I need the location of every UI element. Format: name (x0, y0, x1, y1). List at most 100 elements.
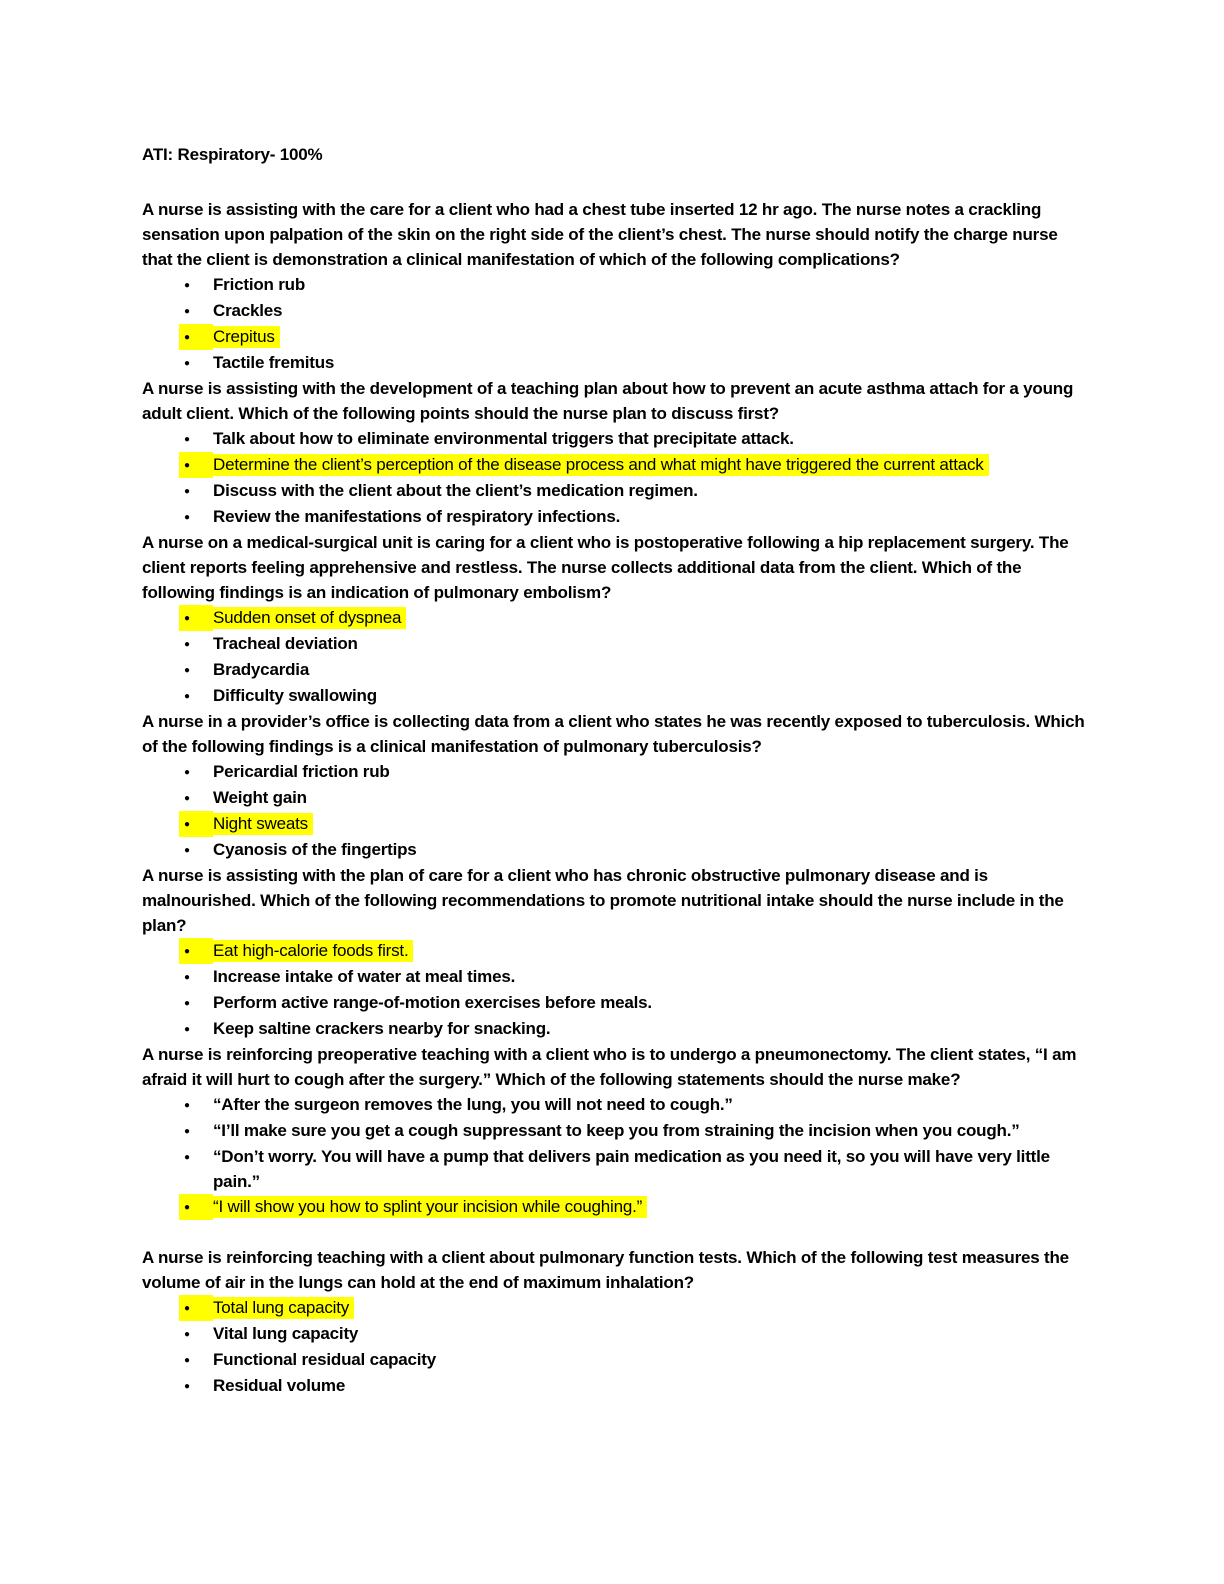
bullet-icon (179, 938, 213, 964)
bullet-icon (179, 324, 213, 350)
answer-option-highlighted: Eat high-calorie foods first. (142, 938, 1087, 964)
bullet-icon (179, 1347, 213, 1373)
option-label: Friction rub (213, 275, 306, 294)
option-label: Crepitus (213, 326, 280, 348)
answer-option-highlighted: Sudden onset of dyspnea (142, 605, 1087, 631)
bullet-icon (179, 478, 213, 504)
options-list: Eat high-calorie foods first. Increase i… (142, 938, 1087, 1042)
option-label: Pericardial friction rub (213, 762, 390, 781)
answer-option: Bradycardia (142, 657, 1087, 683)
option-label: Crackles (213, 301, 283, 320)
bullet-icon (179, 1092, 213, 1118)
question-block-3: A nurse on a medical-surgical unit is ca… (142, 530, 1087, 709)
answer-option: Pericardial friction rub (142, 759, 1087, 785)
bullet-icon (179, 1118, 213, 1144)
answer-option: Vital lung capacity (142, 1321, 1087, 1347)
answer-option: Friction rub (142, 272, 1087, 298)
option-label: Tactile fremitus (213, 353, 335, 372)
option-label: Functional residual capacity (213, 1350, 437, 1369)
answer-option: Keep saltine crackers nearby for snackin… (142, 1016, 1087, 1042)
bullet-icon (179, 990, 213, 1016)
answer-option: Discuss with the client about the client… (142, 478, 1087, 504)
answer-option: Increase intake of water at meal times. (142, 964, 1087, 990)
bullet-icon (179, 964, 213, 990)
question-block-6: A nurse is reinforcing preoperative teac… (142, 1042, 1087, 1220)
answer-option-highlighted: Determine the client’s perception of the… (142, 452, 1087, 478)
document-title: ATI: Respiratory- 100% (142, 145, 323, 164)
option-label: Review the manifestations of respiratory… (213, 507, 621, 526)
option-label: Discuss with the client about the client… (213, 481, 698, 500)
question-block-7: A nurse is reinforcing teaching with a c… (142, 1245, 1087, 1399)
answer-option-highlighted: Crepitus (142, 324, 1087, 350)
question-text: A nurse is reinforcing preoperative teac… (142, 1045, 1077, 1089)
option-label: Perform active range-of-motion exercises… (213, 993, 652, 1012)
options-list: Total lung capacity Vital lung capacity … (142, 1295, 1087, 1399)
answer-option: Perform active range-of-motion exercises… (142, 990, 1087, 1016)
question-text: A nurse is assisting with the developmen… (142, 379, 1074, 423)
option-label: Keep saltine crackers nearby for snackin… (213, 1019, 551, 1038)
bullet-icon (179, 272, 213, 298)
answer-option: Difficulty swallowing (142, 683, 1087, 709)
answer-option-highlighted: Night sweats (142, 811, 1087, 837)
answer-option: Crackles (142, 298, 1087, 324)
question-text: A nurse is reinforcing teaching with a c… (142, 1248, 1069, 1292)
question-text: A nurse in a provider’s office is collec… (142, 712, 1085, 756)
question-text: A nurse is assisting with the care for a… (142, 200, 1058, 269)
bullet-icon (179, 1194, 213, 1220)
option-label: Night sweats (213, 813, 313, 835)
answer-option: Functional residual capacity (142, 1347, 1087, 1373)
option-label: “I will show you how to splint your inci… (213, 1196, 648, 1218)
bullet-icon (179, 1016, 213, 1042)
question-text: A nurse is assisting with the plan of ca… (142, 866, 1064, 935)
option-label: “Don’t worry. You will have a pump that … (213, 1147, 1050, 1191)
answer-option: “I’ll make sure you get a cough suppress… (142, 1118, 1087, 1144)
question-block-5: A nurse is assisting with the plan of ca… (142, 863, 1087, 1042)
bullet-icon (179, 759, 213, 785)
bullet-icon (179, 785, 213, 811)
answer-option: “Don’t worry. You will have a pump that … (142, 1144, 1087, 1194)
option-label: Vital lung capacity (213, 1324, 359, 1343)
option-label: Increase intake of water at meal times. (213, 967, 516, 986)
bullet-icon (179, 605, 213, 631)
question-block-4: A nurse in a provider’s office is collec… (142, 709, 1087, 863)
options-list: Pericardial friction rub Weight gain Nig… (142, 759, 1087, 863)
answer-option: Talk about how to eliminate environmenta… (142, 426, 1087, 452)
option-label: Cyanosis of the fingertips (213, 840, 417, 859)
options-list: “After the surgeon removes the lung, you… (142, 1092, 1087, 1220)
option-label: Total lung capacity (213, 1297, 355, 1319)
option-label: Difficulty swallowing (213, 686, 377, 705)
bullet-icon (179, 1373, 213, 1399)
bullet-icon (179, 426, 213, 452)
answer-option-highlighted: “I will show you how to splint your inci… (142, 1194, 1087, 1220)
bullet-icon (179, 452, 213, 478)
option-label: Determine the client’s perception of the… (213, 454, 989, 476)
bullet-icon (179, 1295, 213, 1321)
bullet-icon (179, 683, 213, 709)
option-label: “After the surgeon removes the lung, you… (213, 1095, 733, 1114)
option-label: Residual volume (213, 1376, 346, 1395)
bullet-icon (179, 631, 213, 657)
answer-option-highlighted: Total lung capacity (142, 1295, 1087, 1321)
bullet-icon (179, 1321, 213, 1347)
document-page: ATI: Respiratory- 100% A nurse is assist… (142, 142, 1087, 1399)
answer-option: Tracheal deviation (142, 631, 1087, 657)
question-block-1: A nurse is assisting with the care for a… (142, 197, 1087, 376)
option-label: Weight gain (213, 788, 307, 807)
answer-option: Cyanosis of the fingertips (142, 837, 1087, 863)
bullet-icon (179, 811, 213, 837)
bullet-icon (179, 298, 213, 324)
option-label: Bradycardia (213, 660, 310, 679)
option-label: Talk about how to eliminate environmenta… (213, 429, 794, 448)
options-list: Sudden onset of dyspnea Tracheal deviati… (142, 605, 1087, 709)
bullet-icon (179, 504, 213, 530)
bullet-icon (179, 1144, 213, 1170)
bullet-icon (179, 837, 213, 863)
bullet-icon (179, 657, 213, 683)
options-list: Talk about how to eliminate environmenta… (142, 426, 1087, 530)
options-list: Friction rub Crackles Crepitus Tactile f… (142, 272, 1087, 376)
question-text: A nurse on a medical-surgical unit is ca… (142, 533, 1069, 602)
answer-option: Weight gain (142, 785, 1087, 811)
answer-option: Tactile fremitus (142, 350, 1087, 376)
option-label: Sudden onset of dyspnea (213, 607, 407, 629)
answer-option: Residual volume (142, 1373, 1087, 1399)
